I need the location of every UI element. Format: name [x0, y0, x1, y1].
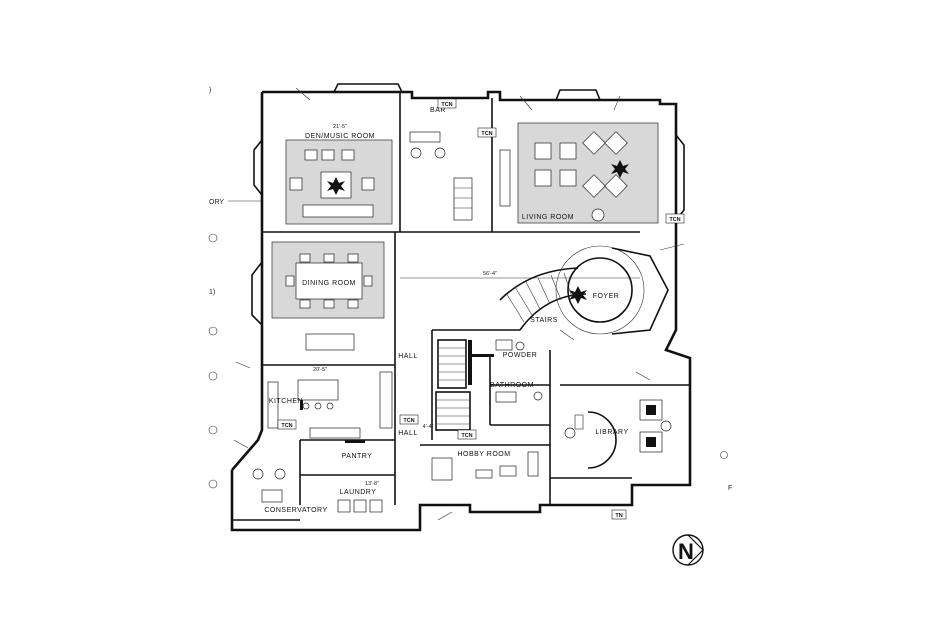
- svg-text:TCN: TCN: [669, 217, 680, 223]
- library-furniture: [564, 399, 672, 469]
- exterior-walls: [230, 83, 692, 532]
- margin-circle-2: [208, 326, 218, 336]
- margin-right-f: F: [728, 485, 732, 492]
- margin-paren-top: ): [209, 87, 211, 94]
- svg-text:TCN: TCN: [461, 433, 472, 439]
- dim-laundry-width: 13'-8": [365, 481, 379, 487]
- dim-den-width: 21'-5": [333, 124, 347, 130]
- margin-paren-mid: 1): [209, 289, 215, 296]
- room-label-bar: BAR: [430, 107, 446, 114]
- room-label-stairs: STAIRS: [530, 317, 558, 324]
- room-label-library: LIBRARY: [595, 429, 628, 436]
- tag-tcn-5: TCN: [399, 414, 419, 425]
- tag-tcn-2: TCN: [477, 127, 497, 138]
- room-label-den: DEN/MUSIC ROOM: [305, 133, 375, 140]
- room-label-living: LIVING ROOM: [522, 214, 574, 221]
- margin-circle-1: [208, 233, 218, 243]
- tag-tcn-4: TCN: [277, 419, 297, 430]
- dim-hall-width: 4'-4": [423, 424, 434, 430]
- north-arrow: N: [672, 534, 704, 566]
- kitchen-furniture: [267, 371, 393, 439]
- tag-tcn-1: TCN: [437, 98, 457, 109]
- dim-kitchen-width: 20'-5": [313, 367, 327, 373]
- room-label-hobby: HOBBY ROOM: [457, 451, 510, 458]
- bathroom-fixtures: [495, 391, 543, 403]
- living-furniture: [499, 122, 659, 224]
- room-label-hall-lower: HALL: [398, 430, 418, 437]
- tag-tcn-6: TCN: [457, 429, 477, 440]
- laundry-fixtures: [337, 499, 383, 513]
- room-label-hall-upper: HALL: [398, 353, 418, 360]
- wall-fill-3: [345, 440, 365, 443]
- margin-circle-3: [208, 371, 218, 381]
- foyer-rotunda: [555, 245, 669, 335]
- margin-circle-4: [208, 425, 218, 435]
- bar-furniture: [409, 131, 473, 221]
- wall-fill-1: [468, 340, 472, 385]
- svg-text:TCN: TCN: [403, 418, 414, 424]
- room-label-powder: POWDER: [503, 352, 538, 359]
- room-label-kitchen: KITCHEN: [269, 398, 303, 405]
- tag-tcn-3: TCN: [665, 213, 685, 224]
- room-label-bathroom: BATHROOM: [490, 382, 534, 389]
- annotation-leaders: [233, 87, 685, 521]
- margin-circle-right: [720, 451, 728, 459]
- dim-center-span: 56'-4": [483, 271, 497, 277]
- powder-fixtures: [495, 339, 525, 351]
- tag-tn: TN: [611, 509, 627, 520]
- wall-fill-2: [470, 354, 494, 357]
- compass-letter: N: [678, 539, 694, 564]
- den-furniture: [285, 139, 393, 225]
- margin-story-fragment: ORY: [209, 199, 224, 206]
- dining-furniture: [271, 241, 385, 351]
- svg-text:TCN: TCN: [441, 102, 452, 108]
- svg-text:TN: TN: [615, 513, 622, 519]
- wall-fill-4: [300, 395, 303, 410]
- svg-text:TCN: TCN: [481, 131, 492, 137]
- room-label-foyer: FOYER: [593, 293, 620, 300]
- room-label-pantry: PANTRY: [342, 453, 373, 460]
- margin-circle-5: [208, 479, 218, 489]
- conservatory-shape: [231, 468, 300, 521]
- hobby-furniture: [431, 451, 539, 481]
- svg-text:TCN: TCN: [281, 423, 292, 429]
- room-label-conservatory: CONSERVATORY: [264, 507, 327, 514]
- room-label-dining: DINING ROOM: [302, 280, 356, 287]
- room-label-laundry: LAUNDRY: [340, 489, 377, 496]
- service-stair: [435, 339, 471, 431]
- interior-walls: [262, 92, 690, 505]
